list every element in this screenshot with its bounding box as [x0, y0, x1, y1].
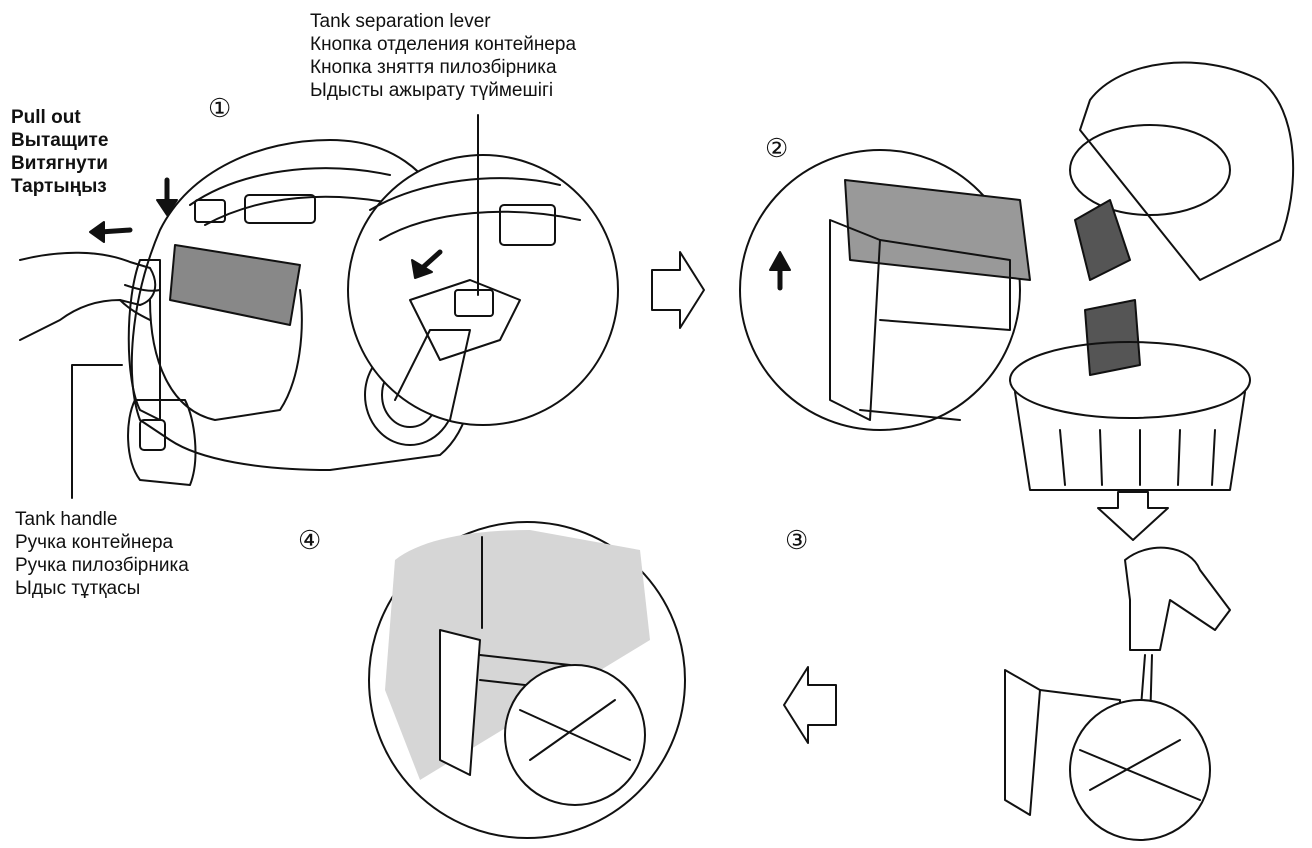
pull-out-label: Pull out Вытащите Витягнути Тартыңыз: [11, 107, 109, 197]
trash-bin-illustration: [1009, 61, 1295, 491]
tank-release-illustration: [739, 149, 1031, 431]
washing-illustration: [1004, 546, 1231, 841]
step-number-2: ②: [765, 133, 789, 163]
lever-detail-illustration: [347, 114, 619, 426]
reassembly-illustration: [368, 521, 686, 839]
arrow-right-icon: [651, 251, 705, 329]
step-number-1: ①: [208, 93, 232, 123]
tank-separation-lever-label: Tank separation lever Кнопка отделения к…: [310, 11, 577, 101]
step-number-3: ③: [785, 525, 809, 555]
arrow-down-icon: [1097, 491, 1169, 541]
arrow-left-icon: [783, 666, 837, 744]
tank-handle-label: Tank handle Ручка контейнера Ручка пилоз…: [15, 509, 189, 599]
step-number-4: ④: [298, 525, 322, 555]
